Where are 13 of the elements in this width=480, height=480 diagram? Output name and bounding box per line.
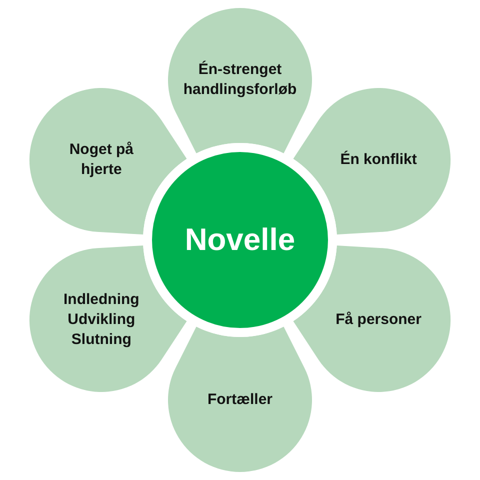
petal-label: Noget på hjerte — [68, 140, 134, 180]
petal-label: Én konflikt — [340, 150, 417, 170]
petal-label: Udvikling — [68, 310, 136, 330]
petal-label: Få personer — [336, 310, 422, 330]
petal-label: Slutning — [71, 330, 132, 350]
petal-shape — [168, 326, 312, 472]
petal-shape — [293, 245, 451, 392]
petal-label: Fortæller — [207, 390, 272, 410]
petal-label: Indledning — [64, 290, 140, 310]
petal-shape — [29, 245, 187, 392]
petal-label: Én-strenget handlingsforløb — [182, 60, 298, 100]
petal-shape — [168, 8, 312, 154]
center-label: Novelle — [184, 221, 296, 259]
